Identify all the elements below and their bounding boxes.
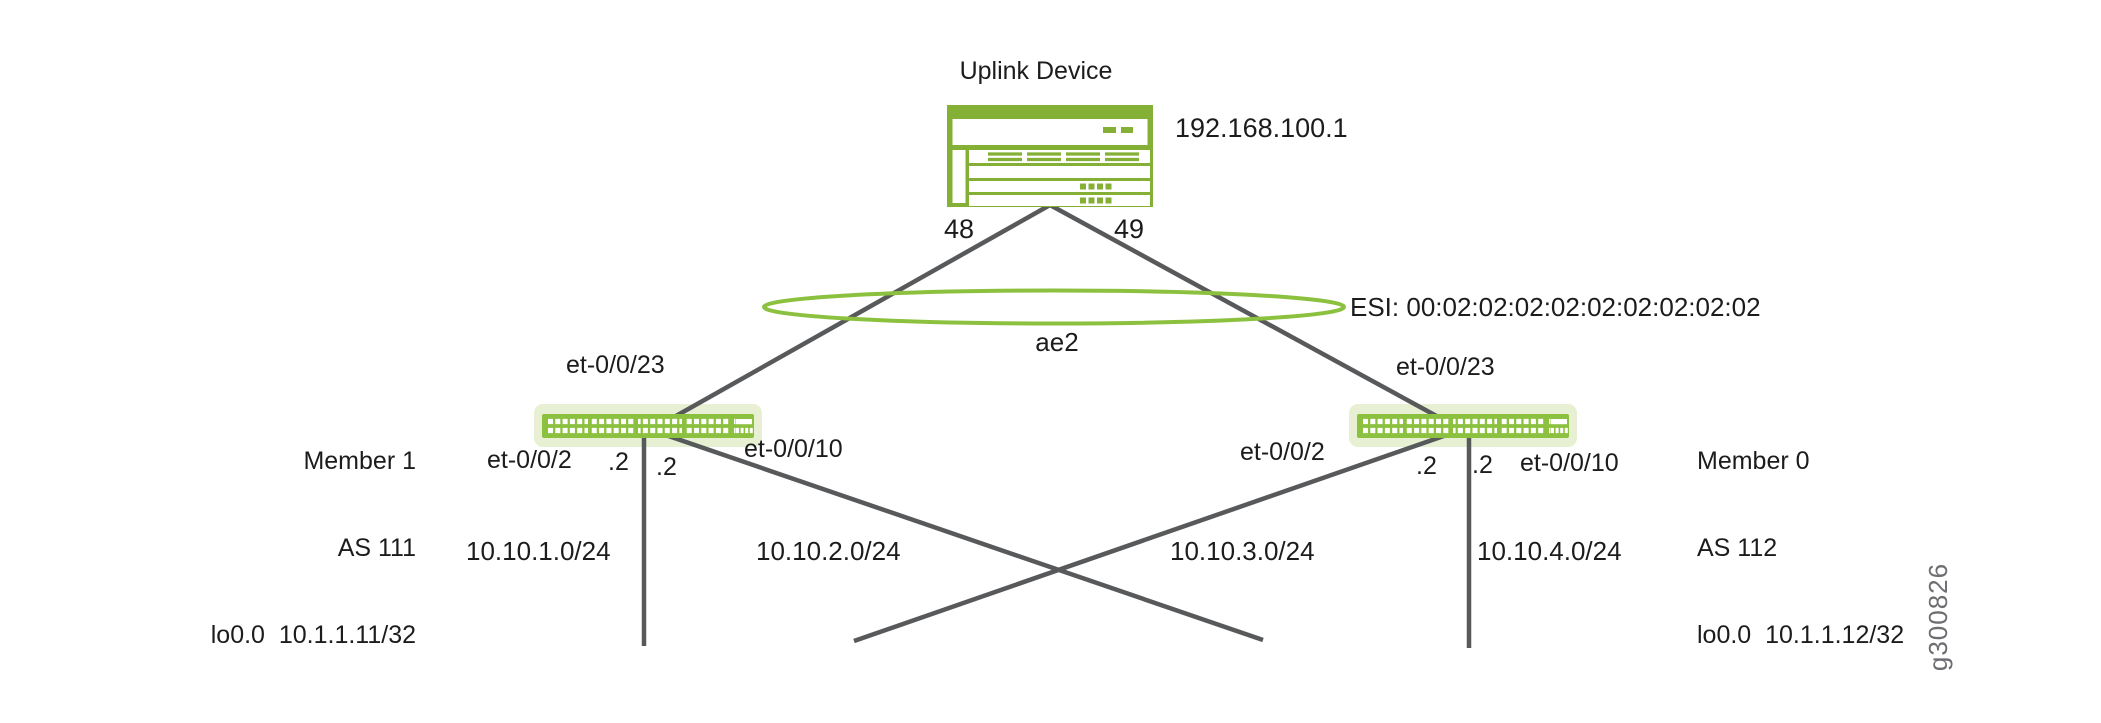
esi-label: ESI: 00:02:02:02:02:02:02:02:02:02 [1350, 292, 1761, 322]
member0-loopback: lo0.0 10.1.1.12/32 [1697, 621, 1905, 649]
member1-port-et-0-0-2-label: et-0/0/2 [487, 446, 572, 474]
member1-name: Member 1 [303, 447, 416, 475]
link-uplink-to-member0 [1048, 203, 1455, 427]
member1-addr-left-label: .2 [608, 448, 629, 476]
subnet-10-10-4-label: 10.10.4.0/24 [1477, 536, 1622, 566]
link-member0-subnet3 [853, 427, 1462, 644]
uplink-ip-label: 192.168.100.1 [1175, 113, 1348, 143]
member0-uplink-port-label: et-0/0/23 [1396, 353, 1495, 381]
member0-info-block: Member 0 AS 112 lo0.0 10.1.1.12/32 [1697, 389, 1904, 708]
figure-id-watermark: g300826 [1923, 562, 1953, 672]
subnet-10-10-2-label: 10.10.2.0/24 [756, 536, 901, 566]
member1-addr-right-label: .2 [656, 453, 677, 481]
member0-name: Member 0 [1697, 447, 1810, 475]
member1-info-block: Member 1 AS 111 lo0.0 10.1.1.11/32 [96, 389, 416, 708]
member0-addr-right-label: .2 [1472, 451, 1493, 479]
member0-port-et-0-0-10-label: et-0/0/10 [1520, 449, 1619, 477]
links [641, 203, 1472, 648]
lag-ellipse [762, 288, 1346, 326]
member1-asn: AS 111 [337, 534, 416, 562]
subnet-10-10-3-label: 10.10.3.0/24 [1170, 536, 1315, 566]
member0-switch-icon [1357, 414, 1569, 438]
uplink-device-icon [947, 105, 1153, 207]
uplink-port-48-label: 48 [944, 214, 975, 244]
uplink-port-49-label: 49 [1114, 214, 1145, 244]
member1-loopback: lo0.0 10.1.1.11/32 [210, 621, 416, 649]
member0-port-et-0-0-2-label: et-0/0/2 [1240, 438, 1325, 466]
member1-port-et-0-0-10-label: et-0/0/10 [744, 435, 843, 463]
uplink-device-title: Uplink Device [959, 57, 1113, 85]
member0-asn: AS 112 [1697, 534, 1778, 562]
member0-addr-left-label: .2 [1416, 452, 1437, 480]
link-uplink-to-member1 [658, 203, 1052, 427]
member1-switch-icon [542, 414, 754, 438]
subnet-10-10-1-label: 10.10.1.0/24 [466, 536, 611, 566]
member1-uplink-port-label: et-0/0/23 [566, 351, 665, 379]
link-member1-subnet2 [650, 427, 1264, 643]
ae2-label: ae2 [1035, 327, 1079, 357]
